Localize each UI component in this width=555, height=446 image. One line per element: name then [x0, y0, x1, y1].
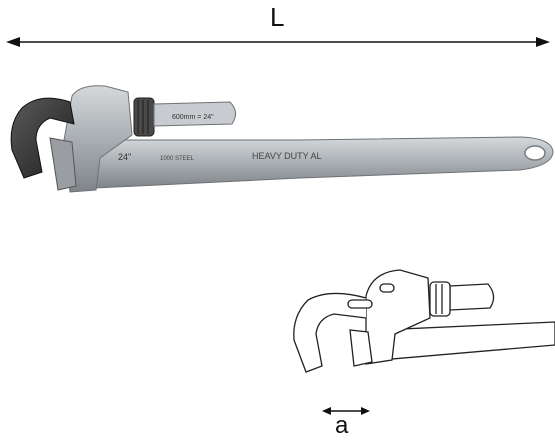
jaw-opening-label: a: [335, 412, 349, 439]
wrench-handle: [81, 136, 554, 189]
left-arrowhead-icon: [6, 37, 20, 47]
heel-jaw: [49, 137, 77, 191]
drawing-slot: [379, 283, 395, 293]
drawing-jaw-shank: [449, 283, 495, 311]
jaw-shank: [153, 101, 236, 127]
wrench-head-housing: [63, 85, 133, 193]
hook-jaw: [10, 97, 75, 179]
right-arrowhead-icon: [536, 37, 550, 47]
wrench-line-drawing: [293, 269, 555, 373]
drawing-head-housing: [365, 269, 431, 365]
hang-hole: [524, 145, 546, 161]
capacity-marking: 600mm = 24": [172, 114, 214, 121]
wrench-photo: 600mm = 24" 24" 1000 STEEL HEAVY DUTY AL: [10, 85, 554, 193]
drawing-hook-jaw: [293, 292, 367, 373]
drawing-heel-jaw: [349, 329, 373, 367]
drawing-adjusting-nut: [429, 281, 451, 317]
model-marking: HEAVY DUTY AL: [252, 151, 322, 161]
size-marking: 24": [118, 152, 131, 162]
drawing-slot: [347, 299, 373, 309]
length-label: L: [270, 2, 285, 32]
material-marking: 1000 STEEL: [160, 156, 195, 162]
dimension-line-a: [322, 407, 370, 415]
adjusting-nut: [133, 97, 155, 137]
dimension-line-L: [6, 37, 550, 47]
a-right-arrowhead-icon: [361, 407, 370, 415]
a-left-arrowhead-icon: [322, 407, 331, 415]
